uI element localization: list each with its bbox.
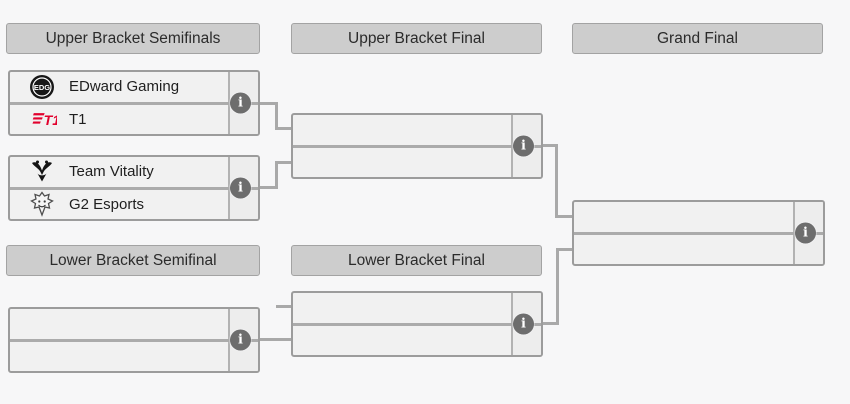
team-name: T1 — [69, 110, 87, 128]
bracket-connector — [555, 144, 558, 218]
team-slot-empty — [293, 148, 541, 178]
header-upper-bracket-final: Upper Bracket Final — [291, 23, 542, 54]
match-upper-semifinal-2: Team Vitality G2 Esports i — [8, 155, 260, 221]
team-slot-empty — [10, 342, 258, 372]
team-name: Team Vitality — [69, 163, 154, 181]
team-slot-empty — [293, 115, 541, 145]
match-upper-semifinal-1: EDG EDward Gaming T1 T1 i — [8, 70, 260, 136]
team-slot-empty — [574, 202, 823, 232]
match-upper-final: i — [291, 113, 543, 179]
match-info-icon[interactable]: i — [230, 92, 251, 114]
bracket-connector — [541, 322, 559, 325]
team-slot-empty — [10, 309, 258, 339]
bracket-connector — [555, 215, 574, 218]
bracket-connector — [541, 144, 558, 147]
team-slot-empty — [293, 326, 541, 356]
bracket-connector — [275, 127, 293, 130]
bracket-connector — [275, 102, 278, 130]
bracket-connector — [275, 161, 293, 164]
match-divider — [10, 101, 258, 105]
team-vitality-logo — [27, 159, 57, 185]
bracket-connector — [556, 248, 559, 325]
team-slot-empty — [293, 293, 541, 323]
team-name: G2 Esports — [69, 195, 145, 213]
match-info-icon[interactable]: i — [230, 177, 251, 199]
team-name: EDward Gaming — [69, 78, 180, 96]
bracket-connector — [258, 102, 278, 105]
match-lower-semifinal: i — [8, 307, 260, 373]
g2-esports-logo — [27, 191, 57, 218]
team-row-t1[interactable]: T1 T1 — [10, 105, 258, 135]
bracket-connector — [276, 305, 293, 308]
t1-logo: T1 — [27, 106, 57, 132]
header-lower-bracket-final: Lower Bracket Final — [291, 245, 542, 276]
match-divider — [293, 144, 541, 148]
header-upper-bracket-semifinals: Upper Bracket Semifinals — [6, 23, 260, 54]
match-info-icon[interactable]: i — [230, 329, 251, 351]
header-lower-bracket-semifinal: Lower Bracket Semifinal — [6, 245, 260, 276]
svg-text:T1: T1 — [44, 113, 57, 129]
bracket-connector — [556, 248, 574, 251]
match-divider — [10, 186, 258, 190]
match-lower-final: i — [291, 291, 543, 357]
team-row-team-vitality[interactable]: Team Vitality — [10, 157, 258, 187]
svg-text:EDG: EDG — [34, 83, 50, 92]
bracket-connector — [258, 338, 293, 341]
bracket-connector — [258, 186, 278, 189]
match-divider — [293, 322, 541, 326]
team-row-edward-gaming[interactable]: EDG EDward Gaming — [10, 72, 258, 102]
team-slot-empty — [574, 235, 823, 265]
bracket-connector — [275, 161, 278, 189]
match-info-icon[interactable]: i — [513, 313, 534, 335]
match-grand-final: i — [572, 200, 825, 266]
match-info-icon[interactable]: i — [513, 135, 534, 157]
team-row-g2-esports[interactable]: G2 Esports — [10, 190, 258, 220]
match-info-icon[interactable]: i — [795, 222, 816, 244]
edg-logo: EDG — [27, 74, 57, 100]
header-grand-final: Grand Final — [572, 23, 823, 54]
match-divider — [10, 338, 258, 342]
match-divider — [574, 231, 823, 235]
